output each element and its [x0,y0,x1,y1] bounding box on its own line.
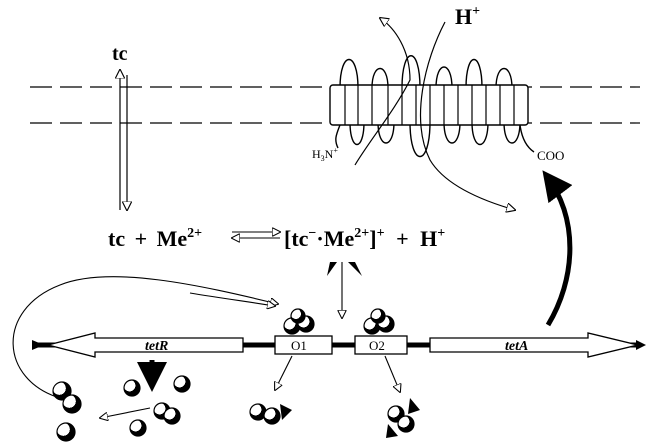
teta-gene-label: tetA [505,339,528,354]
tetr-bound-o1 [283,308,315,335]
operator-o2-label: O2 [369,338,385,353]
release-arrows [275,355,400,392]
teta-expression-arrow [542,170,573,327]
operator-o1: O1 [274,335,333,355]
teta-gene: tetA [429,332,639,358]
free-tetr-pool [52,375,191,442]
tc-transport-arrows [120,70,127,210]
operator-o1-label: O1 [291,338,307,353]
complex-wedges [327,262,362,276]
equilibrium-arrows [232,232,280,238]
tetr-feedback-arrows [12,276,278,399]
induced-tetr-right [386,398,420,438]
operator-o2: O2 [354,335,408,355]
antiport-arrows [354,18,515,210]
proton-outside-label: H+ [455,4,480,29]
tetr-bound-o2 [363,308,395,335]
tc-metal-complex: [tc−·Me2+]+ + H+ [284,217,445,251]
tetr-gene: tetR [47,332,244,358]
c-terminus-label: COO [537,148,564,163]
induced-tetr-left [249,403,292,425]
tetr-gene-label: tetR [145,339,168,354]
tc-outside-label: tc [112,43,128,65]
teta-membrane-protein [329,55,535,157]
n-terminus-label: H3N+ [312,146,338,163]
equilibrium-equation: tc + Me2+ [108,226,202,251]
